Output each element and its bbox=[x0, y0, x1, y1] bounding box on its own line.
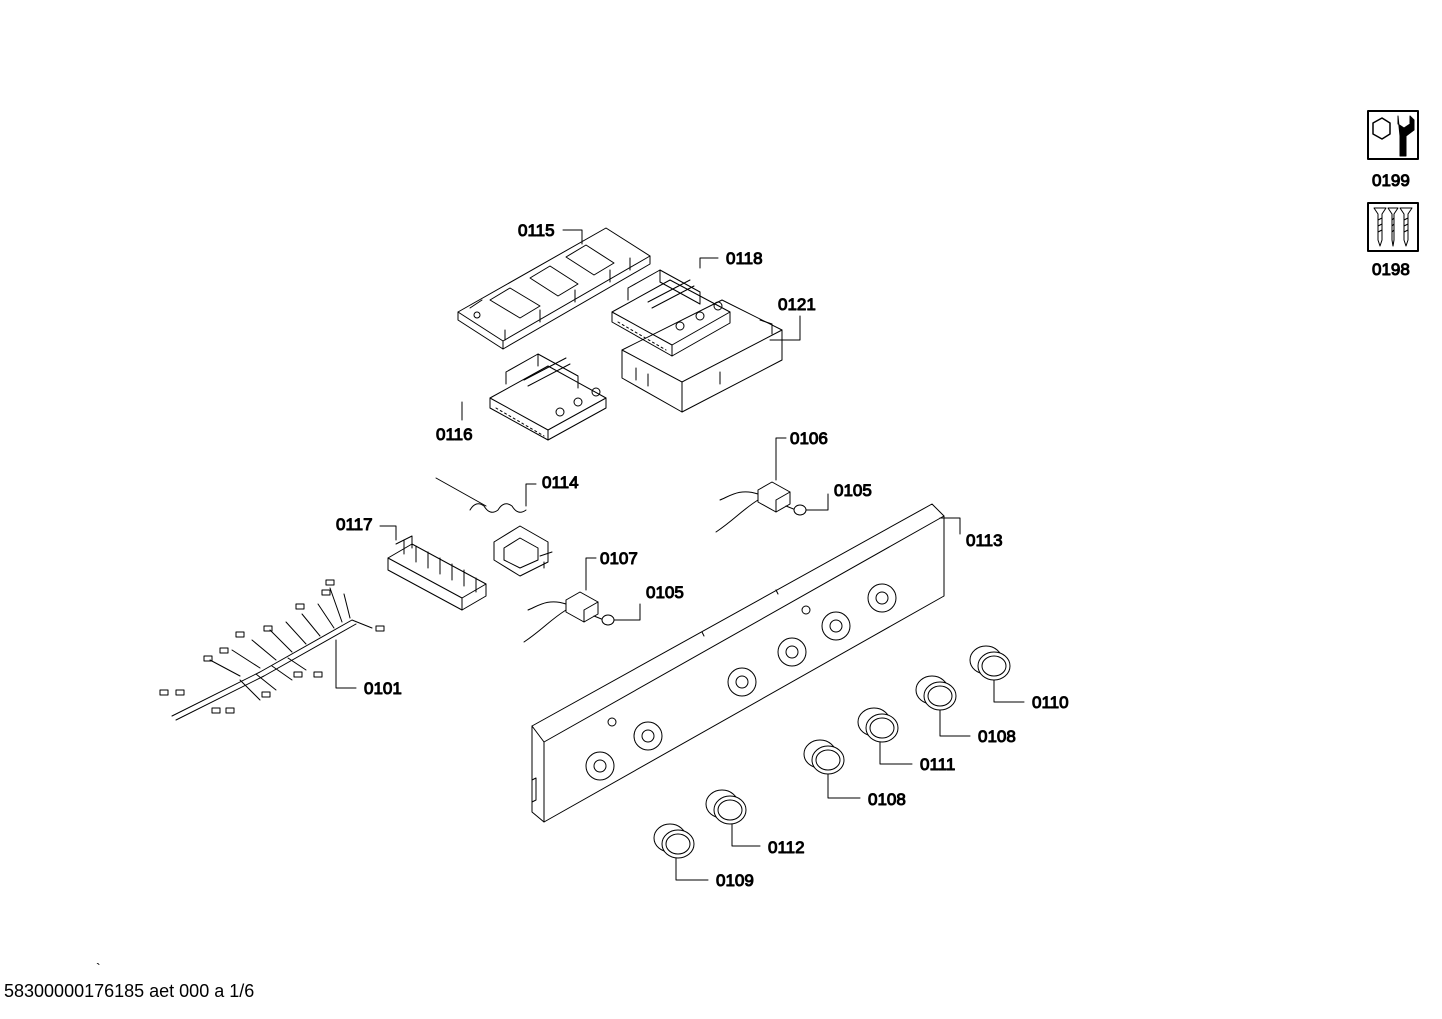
document-id: 58300000176185 aet 000 a 1/6 bbox=[4, 981, 255, 1001]
housing-box-part[interactable] bbox=[622, 300, 782, 412]
microswitch-upper-part[interactable] bbox=[716, 482, 806, 532]
nut-wrench-icon[interactable] bbox=[1367, 110, 1419, 160]
wiring-harness-part[interactable] bbox=[160, 580, 384, 720]
label-0114: 0114 bbox=[542, 473, 579, 492]
label-0112: 0112 bbox=[768, 838, 805, 857]
label-0111: 0111 bbox=[920, 755, 955, 774]
label-0106: 0106 bbox=[790, 429, 828, 448]
label-0105a: 0105 bbox=[834, 481, 872, 500]
label-0115: 0115 bbox=[518, 221, 555, 240]
switch-block-lower-part[interactable] bbox=[490, 354, 606, 440]
control-panel-part[interactable] bbox=[532, 504, 944, 822]
label-0199: 0199 bbox=[1372, 171, 1410, 190]
label-0117: 0117 bbox=[336, 515, 373, 534]
label-0116: 0116 bbox=[436, 425, 473, 444]
switch-frame-part[interactable] bbox=[458, 228, 650, 349]
label-0107: 0107 bbox=[600, 549, 638, 568]
microswitch-lower-part[interactable] bbox=[524, 592, 614, 642]
knob-0108-lower-part[interactable] bbox=[804, 740, 844, 774]
label-0108a: 0108 bbox=[978, 727, 1016, 746]
label-0121: 0121 bbox=[778, 295, 816, 314]
switch-block-upper-part[interactable] bbox=[612, 270, 730, 356]
label-0110: 0110 bbox=[1032, 693, 1069, 712]
thermostat-part[interactable] bbox=[436, 478, 552, 576]
label-0105b: 0105 bbox=[646, 583, 684, 602]
label-0109: 0109 bbox=[716, 871, 754, 890]
knob-0108-upper-part[interactable] bbox=[916, 676, 956, 710]
label-0118: 0118 bbox=[726, 249, 763, 268]
footer-mark: ` bbox=[96, 960, 101, 976]
screws-icon[interactable] bbox=[1367, 202, 1419, 252]
knob-0111-part[interactable] bbox=[858, 708, 898, 742]
terminal-block-part[interactable] bbox=[388, 536, 486, 610]
knob-0112-part[interactable] bbox=[706, 790, 746, 824]
knob-0110-part[interactable] bbox=[970, 646, 1010, 680]
label-0108b: 0108 bbox=[868, 790, 906, 809]
label-0101: 0101 bbox=[364, 679, 402, 698]
label-0198: 0198 bbox=[1372, 260, 1410, 279]
knob-0109-part[interactable] bbox=[654, 824, 694, 858]
label-0113: 0113 bbox=[966, 531, 1003, 550]
